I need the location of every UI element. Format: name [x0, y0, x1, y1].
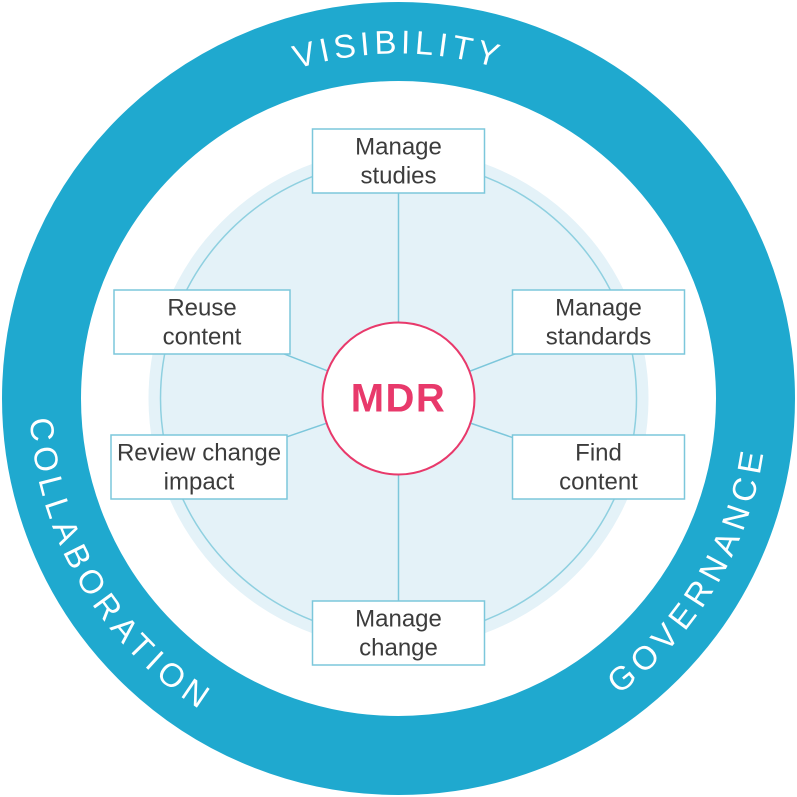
node-label-line1: Reuse: [167, 295, 236, 322]
node-manage-change: Manage change: [311, 600, 486, 666]
node-label-line1: Find: [575, 440, 622, 467]
node-label-line2: content: [559, 469, 638, 496]
node-box: [311, 600, 486, 666]
node-label-line2: standards: [546, 324, 651, 351]
hub-label-mdr: MDR: [351, 377, 447, 421]
node-label-line1: Manage: [555, 295, 642, 322]
node-label-line1: Manage: [355, 606, 442, 633]
node-label-line1: Manage: [355, 134, 442, 161]
node-box: [113, 289, 291, 355]
node-label-line2: change: [359, 635, 438, 662]
node-label-line2: impact: [164, 469, 235, 496]
hub-circle: [321, 321, 476, 476]
node-manage-studies: Manage studies: [311, 128, 486, 194]
node-box: [110, 434, 288, 500]
node-box: [511, 434, 686, 500]
node-review-change-impact: Review change impact: [110, 434, 288, 500]
node-box: [311, 128, 486, 194]
node-label-line2: content: [163, 324, 242, 351]
node-reuse-content: Reuse content: [113, 289, 291, 355]
node-label-line1: Review change: [117, 440, 281, 467]
node-find-content: Find content: [511, 434, 686, 500]
node-manage-standards: Manage standards: [511, 289, 686, 355]
node-box: [511, 289, 686, 355]
node-label-line2: studies: [360, 163, 436, 190]
